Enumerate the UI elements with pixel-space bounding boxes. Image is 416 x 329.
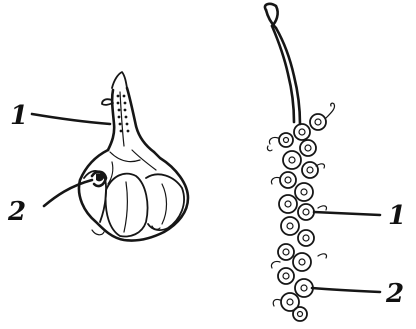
left-label-1-leader <box>32 114 110 124</box>
flower <box>298 230 314 246</box>
right-label-2: 2 <box>385 279 404 309</box>
bulb-neck-right-outline <box>127 88 154 152</box>
flower <box>279 195 297 213</box>
flower <box>279 133 293 147</box>
right-label-2-leader <box>312 288 380 292</box>
flower <box>298 204 314 220</box>
flower <box>293 253 311 271</box>
bulb-base-mark-2 <box>92 230 104 235</box>
bulb-body-outline <box>79 150 188 241</box>
flower <box>280 172 296 188</box>
flower <box>310 114 326 130</box>
left-label-2-leader <box>44 180 92 206</box>
right-label-1: 1 <box>388 201 406 231</box>
bulb-neck-tip <box>112 72 127 88</box>
flower <box>302 162 318 178</box>
bulb-neck-dots <box>117 95 130 133</box>
flower <box>278 268 294 284</box>
left-bulb-drawing: 1 2 <box>7 72 188 241</box>
left-label-1: 1 <box>10 101 28 131</box>
flower-cluster <box>278 114 326 321</box>
bulb-neck-inner-line <box>120 92 124 146</box>
bulb-clove-center-crease <box>124 182 127 232</box>
right-label-1-leader <box>314 212 380 215</box>
bulb-clove-right-crease <box>162 184 167 224</box>
flower <box>295 183 313 201</box>
flower <box>278 244 294 260</box>
flower <box>293 307 307 321</box>
flower <box>295 279 313 297</box>
right-stalk-drawing: 1 2 <box>265 4 406 321</box>
flower <box>281 217 299 235</box>
left-label-2: 2 <box>7 197 26 227</box>
bulb-skin-fold-2 <box>132 150 156 170</box>
flower <box>294 124 310 140</box>
flower <box>283 151 301 169</box>
flower <box>300 140 316 156</box>
